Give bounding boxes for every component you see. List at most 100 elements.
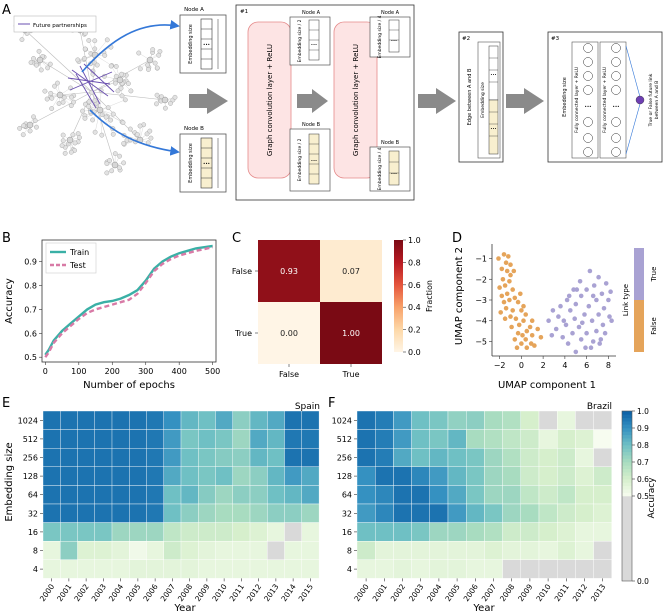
heatmap-cell <box>111 485 130 505</box>
heatmap-cell <box>60 541 78 561</box>
x-tick-label: 500 <box>205 367 220 376</box>
fc-neuron <box>611 43 621 53</box>
network-node <box>168 100 173 106</box>
heatmap-cell <box>42 522 61 542</box>
network-hub <box>111 161 119 169</box>
heatmap-cell <box>466 559 485 579</box>
network-edge <box>91 92 101 111</box>
network-node <box>104 161 110 166</box>
scatter-point-true <box>573 301 579 307</box>
heatmap-cell <box>215 466 233 486</box>
y-tick-label: 512 <box>337 435 352 444</box>
heatmap-cell <box>411 559 431 579</box>
network-node <box>103 114 109 120</box>
x-tick-label: 2014 <box>279 582 297 603</box>
heatmap-cell <box>146 410 164 430</box>
scatter-point-true <box>572 316 577 322</box>
heatmap-title: Spain <box>295 402 320 412</box>
confusion-value: 0.07 <box>342 267 360 276</box>
x-tick-label: 2005 <box>124 582 142 603</box>
scatter-point-false <box>516 322 522 328</box>
x-axis-label: UMAP component 1 <box>498 380 596 391</box>
x-tick-label: 2003 <box>407 582 425 603</box>
network-node <box>127 126 133 132</box>
colorbar-false <box>634 300 644 352</box>
x-tick-label: 2009 <box>516 582 534 603</box>
scatter-point-false <box>502 283 508 288</box>
heatmap-cell <box>393 503 412 523</box>
scatter-point-false <box>519 308 524 313</box>
network-node <box>55 80 60 86</box>
colorbar-segment <box>622 424 632 429</box>
heatmap-cell <box>429 522 449 542</box>
scatter-point-false <box>535 326 540 332</box>
network-node <box>44 96 50 102</box>
network-node <box>68 103 74 109</box>
confusion-cell <box>320 302 382 364</box>
heatmap-cell <box>557 503 576 523</box>
scatter-point-false <box>506 254 511 259</box>
network-node <box>75 131 81 137</box>
heatmap-cell <box>557 466 576 486</box>
y-tick-label: 0.6 <box>24 329 37 338</box>
heatmap-cell <box>267 503 285 523</box>
heatmap-cell <box>129 485 147 505</box>
heatmap-cell <box>198 448 216 468</box>
network-hub <box>161 96 169 104</box>
scatter-point-true <box>578 337 584 342</box>
heatmap-cell <box>411 485 431 505</box>
network-node <box>122 97 128 103</box>
colorbar-tick-label: 0.9 <box>637 424 649 433</box>
heatmap-cell <box>94 541 113 561</box>
scatter-point-false <box>497 285 502 290</box>
heatmap-cell <box>502 503 522 523</box>
y-tick-label: 256 <box>23 454 38 463</box>
heatmap-cell <box>520 485 540 505</box>
y-tick-label: 4 <box>347 565 352 574</box>
network-node <box>86 104 91 109</box>
scatter-point-false <box>508 314 513 319</box>
heatmap-cell <box>429 541 449 561</box>
colorbar-segment <box>622 411 632 415</box>
heatmap-cell <box>411 522 431 542</box>
network-node <box>86 99 92 105</box>
colorbar-tick-label: 0.8 <box>637 441 649 450</box>
heatmap-cell <box>198 522 216 542</box>
heatmap-cell <box>301 466 320 486</box>
heatmap-cell <box>593 410 612 430</box>
heatmap-cell <box>393 466 412 486</box>
heatmap-cell <box>163 448 182 468</box>
colorbar-tick-label: 0.7 <box>637 458 649 467</box>
heatmap-cell <box>198 541 216 561</box>
scatter-point-true <box>594 328 599 334</box>
x-axis-label: Year <box>472 603 495 614</box>
heatmap-cell <box>198 559 216 579</box>
scatter-point-true <box>598 337 604 342</box>
heatmap-cell <box>146 429 164 449</box>
step-3-classifier-block: #3 Embedding size Fully connected layer … <box>547 31 663 163</box>
y-tick-label: −4 <box>475 317 487 326</box>
heatmap-cell <box>60 485 78 505</box>
heatmap-cell <box>575 522 594 542</box>
colorbar-tick-label: 0.2 <box>408 326 421 335</box>
network-node <box>104 37 110 43</box>
heatmap-cell <box>42 541 61 561</box>
heatmap-cell <box>249 448 268 468</box>
panel-letter-f: F <box>328 396 335 411</box>
colorbar-tick-label: 0.6 <box>408 281 421 290</box>
scatter-point-false <box>508 272 513 278</box>
heatmap-title: Brazil <box>587 402 612 412</box>
fc-neuron <box>611 147 621 157</box>
input-node-b: Node B Embedding size ••• <box>179 126 227 193</box>
network-node <box>60 138 66 144</box>
network-node <box>125 81 131 86</box>
colorbar-below-half <box>622 496 632 581</box>
heatmap-cell <box>232 485 251 505</box>
heatmap-cell <box>538 448 558 468</box>
heatmap-cell <box>180 429 199 449</box>
heatmap-cell <box>232 522 251 542</box>
colorbar-label: Link type <box>622 284 630 316</box>
network-node <box>105 105 111 111</box>
network-node <box>94 62 100 68</box>
